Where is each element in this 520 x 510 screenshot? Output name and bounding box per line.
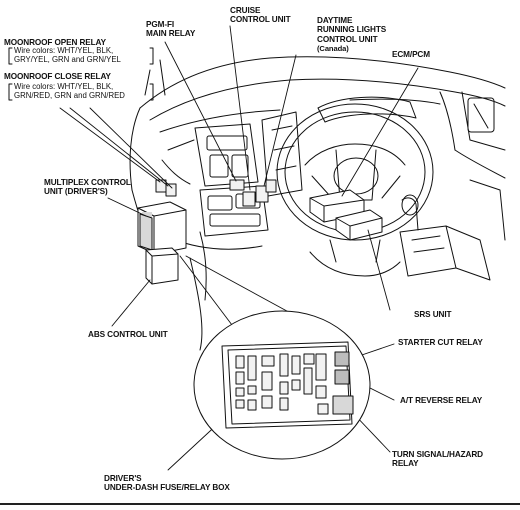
label-cruise-control-unit: CRUISE CONTROL UNIT: [230, 6, 291, 25]
label-pgm-fi-main-relay: PGM-FI MAIN RELAY: [146, 20, 196, 39]
label-multiplex-control-unit: MULTIPLEX CONTROL UNIT (DRIVER'S): [44, 178, 131, 197]
label-abs-control-unit: ABS CONTROL UNIT: [88, 330, 168, 339]
label-daytime-running-lights: DAYTIME RUNNING LIGHTS CONTROL UNIT: [317, 16, 387, 44]
abs-control-unit-shape: [145, 247, 179, 285]
wire-color-brackets: [8, 47, 154, 101]
moonroof-close-wire-colors: Wire colors: WHT/YEL, BLK, GRN/RED, GRN …: [14, 82, 125, 101]
gear-shifter: [399, 179, 506, 281]
moonroof-open-wire-colors: Wire colors: WHT/YEL, BLK, GRY/YEL, GRN …: [14, 46, 121, 65]
label-starter-cut-relay: STARTER CUT RELAY: [398, 338, 483, 347]
instrument-cluster: [261, 96, 417, 197]
center-relays: [229, 179, 277, 207]
ecm-srs-shapes: [309, 189, 383, 241]
label-moonroof-open-relay: MOONROOF OPEN RELAY: [4, 38, 106, 47]
label-srs-unit: SRS UNIT: [414, 310, 452, 319]
fuse-box-detail: [193, 310, 371, 460]
label-turn-signal-hazard-relay: TURN SIGNAL/HAZARD RELAY: [392, 450, 483, 469]
label-daytime-canada: (Canada): [317, 44, 349, 53]
label-at-reverse-relay: A/T REVERSE RELAY: [400, 396, 483, 405]
label-moonroof-close-relay: MOONROOF CLOSE RELAY: [4, 72, 111, 81]
multiplex-control-unit-shape: [137, 201, 187, 255]
label-ecm-pcm: ECM/PCM: [392, 50, 430, 59]
bottom-rule: [0, 503, 520, 505]
label-fuse-relay-box: DRIVER'S UNDER-DASH FUSE/RELAY BOX: [104, 474, 230, 493]
